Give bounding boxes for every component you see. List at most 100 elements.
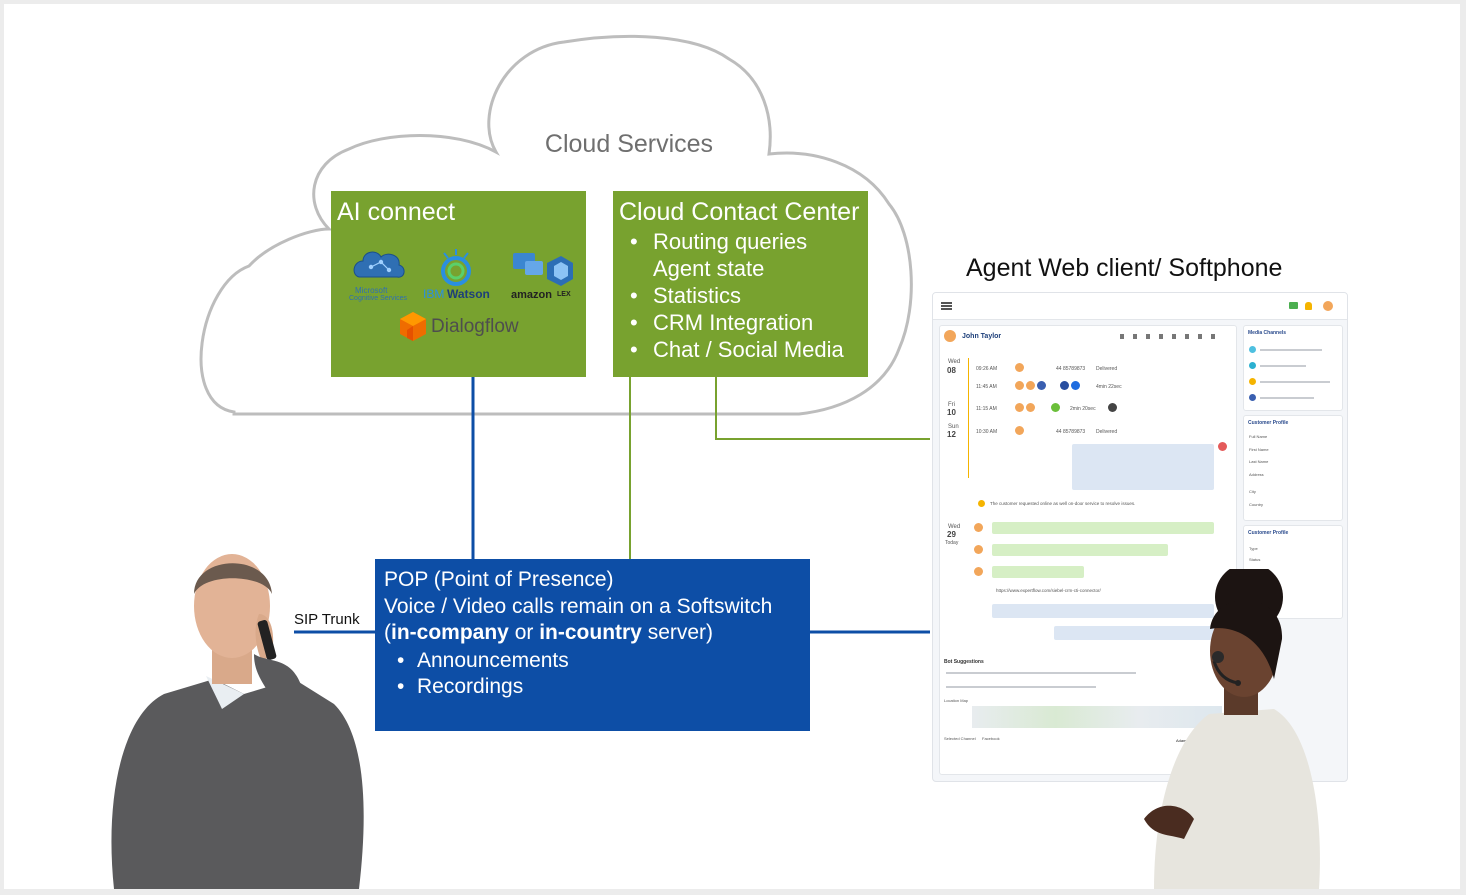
- diagram-canvas: Cloud Services AI connect Microsoft Cogn…: [4, 4, 1460, 889]
- row-avatar: [1026, 403, 1035, 412]
- chat-avatar: [974, 545, 983, 554]
- row-avatar: [1015, 426, 1024, 435]
- sip-trunk-label: SIP Trunk: [294, 611, 360, 628]
- chat-avatar: [974, 567, 983, 576]
- lex-logo-text: LEX: [557, 291, 571, 298]
- date-num: 12: [947, 430, 956, 439]
- location-map[interactable]: [972, 706, 1222, 728]
- profile-field: Last Name: [1249, 459, 1269, 464]
- microsoft-logo-text-2: Cognitive Services: [349, 295, 407, 302]
- amazon-lex-logo-icon: [513, 253, 573, 286]
- selected-channel-value[interactable]: Facebook: [982, 736, 1000, 741]
- toolbar-icons[interactable]: [1120, 334, 1220, 339]
- chat-avatar: [974, 523, 983, 532]
- ccc-item: CRM Integration: [627, 309, 844, 336]
- profile-field: Address: [1249, 472, 1264, 477]
- client-top-bar: [933, 293, 1347, 320]
- message-bubble: [1072, 444, 1214, 490]
- row-time: 11:15 AM: [976, 406, 997, 412]
- customer-profile-title: Customer Profile: [1248, 420, 1289, 426]
- hamburger-menu-icon[interactable]: [941, 302, 952, 304]
- chat-bubble-green: [992, 566, 1084, 578]
- cloud-contact-center-list: Routing queries Agent state Statistics C…: [627, 228, 844, 363]
- media-channels-title: Media Channels: [1248, 330, 1287, 336]
- date-day: Wed: [948, 359, 961, 365]
- customer-profile-panel: Customer Profile Full Name First Name La…: [1243, 415, 1343, 521]
- row-status: 2min 20sec: [1070, 406, 1096, 412]
- profile-field: Status: [1249, 557, 1261, 562]
- row-channel-icon: [1037, 381, 1046, 390]
- today-label: Today: [945, 540, 959, 546]
- channel-line: [1260, 349, 1322, 351]
- customer-profile-title: Customer Profile: [1248, 530, 1289, 536]
- channel-icon[interactable]: [1249, 362, 1256, 369]
- dialogflow-logo-icon: [400, 312, 426, 341]
- cloud-outline: [199, 34, 913, 416]
- shared-link[interactable]: https://www.expertflow.com/siebel-crm-ct…: [996, 588, 1101, 593]
- pop-item: Announcements: [395, 648, 569, 674]
- channel-icon[interactable]: [1249, 346, 1256, 353]
- row-time: 11:45 AM: [976, 384, 997, 390]
- dialogflow-logo-text: Dialogflow: [431, 316, 519, 337]
- chat-notify-icon[interactable]: [1289, 302, 1298, 309]
- profile-field: Type: [1249, 546, 1258, 551]
- pop-line-softswitch: Voice / Video calls remain on a Softswit…: [384, 595, 773, 618]
- messenger-icon: [1071, 381, 1080, 390]
- channel-line: [1260, 381, 1330, 383]
- date-day: Wed: [948, 524, 961, 530]
- row-channel-icon: [1108, 403, 1117, 412]
- ccc-item: Chat / Social Media: [627, 336, 844, 363]
- chat-bubble-blue: [992, 604, 1214, 618]
- row-status: Delivered: [1096, 429, 1118, 435]
- row-time: 10:30 AM: [976, 429, 998, 435]
- pop-paren-open: (: [384, 621, 391, 644]
- row-avatar: [1026, 381, 1035, 390]
- date-day: Fri: [948, 402, 955, 408]
- note-text: The customer requested online as well on…: [990, 501, 1136, 506]
- selected-channel-label: Selected Channel: [944, 736, 976, 741]
- row-phone: 44 85789873: [1056, 366, 1086, 372]
- date-day: Sun: [948, 424, 959, 430]
- amazon-logo-text: amazon: [511, 289, 552, 301]
- bell-icon[interactable]: [1305, 302, 1312, 310]
- profile-field: First Name: [1249, 447, 1269, 452]
- cloud-contact-center-title: Cloud Contact Center: [619, 198, 860, 226]
- diagram-lines: [199, 34, 930, 634]
- microsoft-logo-text-1: Microsoft: [355, 286, 388, 295]
- pop-box: POP (Point of Presence) Voice / Video ca…: [375, 559, 810, 731]
- conversation-panel: John Taylor Wed 08 Fri 10 Sun 12 Wed 29 …: [939, 325, 1237, 775]
- cloud-contact-center-box: Cloud Contact Center Routing queries Age…: [613, 191, 868, 377]
- caller-person-illustration: [111, 554, 364, 889]
- ccc-item: Routing queries Agent state: [627, 228, 844, 282]
- profile-field: Country: [1249, 502, 1264, 507]
- pop-item: Recordings: [395, 674, 569, 700]
- date-num: 08: [947, 366, 956, 375]
- channel-icon[interactable]: [1249, 378, 1256, 385]
- row-phone: 44 85789873: [1056, 429, 1086, 435]
- profile-field: Full Name: [1249, 434, 1268, 439]
- channel-line: [1260, 397, 1314, 399]
- agent-web-client-screenshot: John Taylor Wed 08 Fri 10 Sun 12 Wed 29 …: [932, 292, 1348, 782]
- row-status: 4min 22sec: [1096, 384, 1122, 390]
- timeline-bar: [968, 358, 969, 478]
- ai-connect-box: AI connect Microsoft Cognitive Services …: [331, 191, 586, 377]
- watson-logo-text: Watson: [447, 287, 490, 301]
- suggestion-line[interactable]: [946, 672, 1136, 674]
- pop-line-server: (in-company or in-country server): [384, 621, 713, 645]
- message-avatar: [1218, 442, 1227, 451]
- suggestion-line[interactable]: [946, 686, 1096, 688]
- row-avatar: [1015, 381, 1024, 390]
- row-avatar: [1015, 403, 1024, 412]
- pop-server: server): [641, 621, 714, 644]
- user-avatar[interactable]: [1323, 301, 1333, 311]
- chat-bubble-blue: [1054, 626, 1214, 640]
- ccc-to-agent-line: [715, 377, 930, 440]
- facebook-icon[interactable]: [1249, 394, 1256, 401]
- cloud-services-title: Cloud Services: [544, 130, 714, 158]
- contact-name: John Taylor: [962, 333, 1002, 340]
- agent-person-illustration: [1144, 569, 1320, 889]
- pop-in-country: in-country: [539, 621, 642, 644]
- channel-line: [1260, 365, 1306, 367]
- pop-or: or: [508, 621, 540, 644]
- pop-title: POP (Point of Presence): [384, 568, 614, 591]
